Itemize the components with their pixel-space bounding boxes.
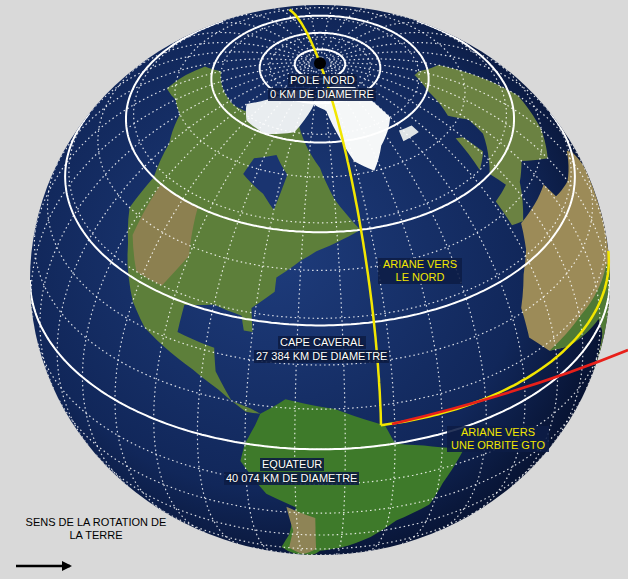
dimension-label: 0 KM DE DIAMETRE bbox=[268, 88, 376, 101]
meridian-dotted bbox=[92, 52, 310, 110]
pole-dot bbox=[314, 57, 326, 69]
latitude-circle bbox=[126, 21, 514, 232]
pole-label: POLE NORD bbox=[288, 74, 357, 87]
landmass bbox=[243, 155, 287, 210]
landmass bbox=[456, 137, 483, 170]
launch-trajectory bbox=[392, 350, 628, 424]
rotation-arrow bbox=[16, 565, 70, 568]
latitude-dotted bbox=[152, 504, 487, 549]
latitude-dotted bbox=[30, 283, 610, 449]
meridian-dotted bbox=[328, 67, 557, 486]
trajectory-label: ARIANE VERS UNE ORBITE GTO bbox=[447, 426, 549, 452]
latitude-dotted bbox=[48, 165, 593, 365]
latitude-dotted bbox=[134, 14, 507, 223]
landmass bbox=[133, 184, 198, 286]
meridian-dotted bbox=[330, 59, 583, 165]
latitude-dotted bbox=[98, 59, 542, 270]
trajectory-label: ARIANE VERS LE NORD bbox=[378, 258, 462, 284]
meridian-dotted bbox=[326, 23, 432, 59]
latitude-dotted bbox=[221, 19, 419, 135]
site-label: CAPE CAVERAL bbox=[278, 336, 366, 349]
latitude-dotted bbox=[69, 110, 571, 319]
meridian-dotted bbox=[329, 52, 547, 110]
dimension-label: 40 074 KM DE DIAMETRE bbox=[224, 472, 359, 485]
ocean-globe bbox=[30, 5, 610, 555]
graticule bbox=[30, 5, 610, 554]
dimension-label: 27 384 KM DE DIAMETRE bbox=[254, 350, 389, 363]
equator-label: EQUATEUR bbox=[260, 458, 324, 471]
rotation-label: SENS DE LA ROTATION DE LA TERRE bbox=[19, 516, 173, 542]
landmass bbox=[414, 65, 547, 225]
latitude-circle bbox=[65, 114, 575, 326]
latitude-dotted bbox=[59, 401, 580, 514]
meridian-dotted bbox=[209, 23, 315, 59]
latitude-circle bbox=[211, 16, 428, 143]
landmass bbox=[286, 507, 316, 554]
latitude-circle bbox=[30, 280, 610, 449]
latitude-circle bbox=[260, 33, 381, 103]
landmass bbox=[399, 125, 419, 141]
